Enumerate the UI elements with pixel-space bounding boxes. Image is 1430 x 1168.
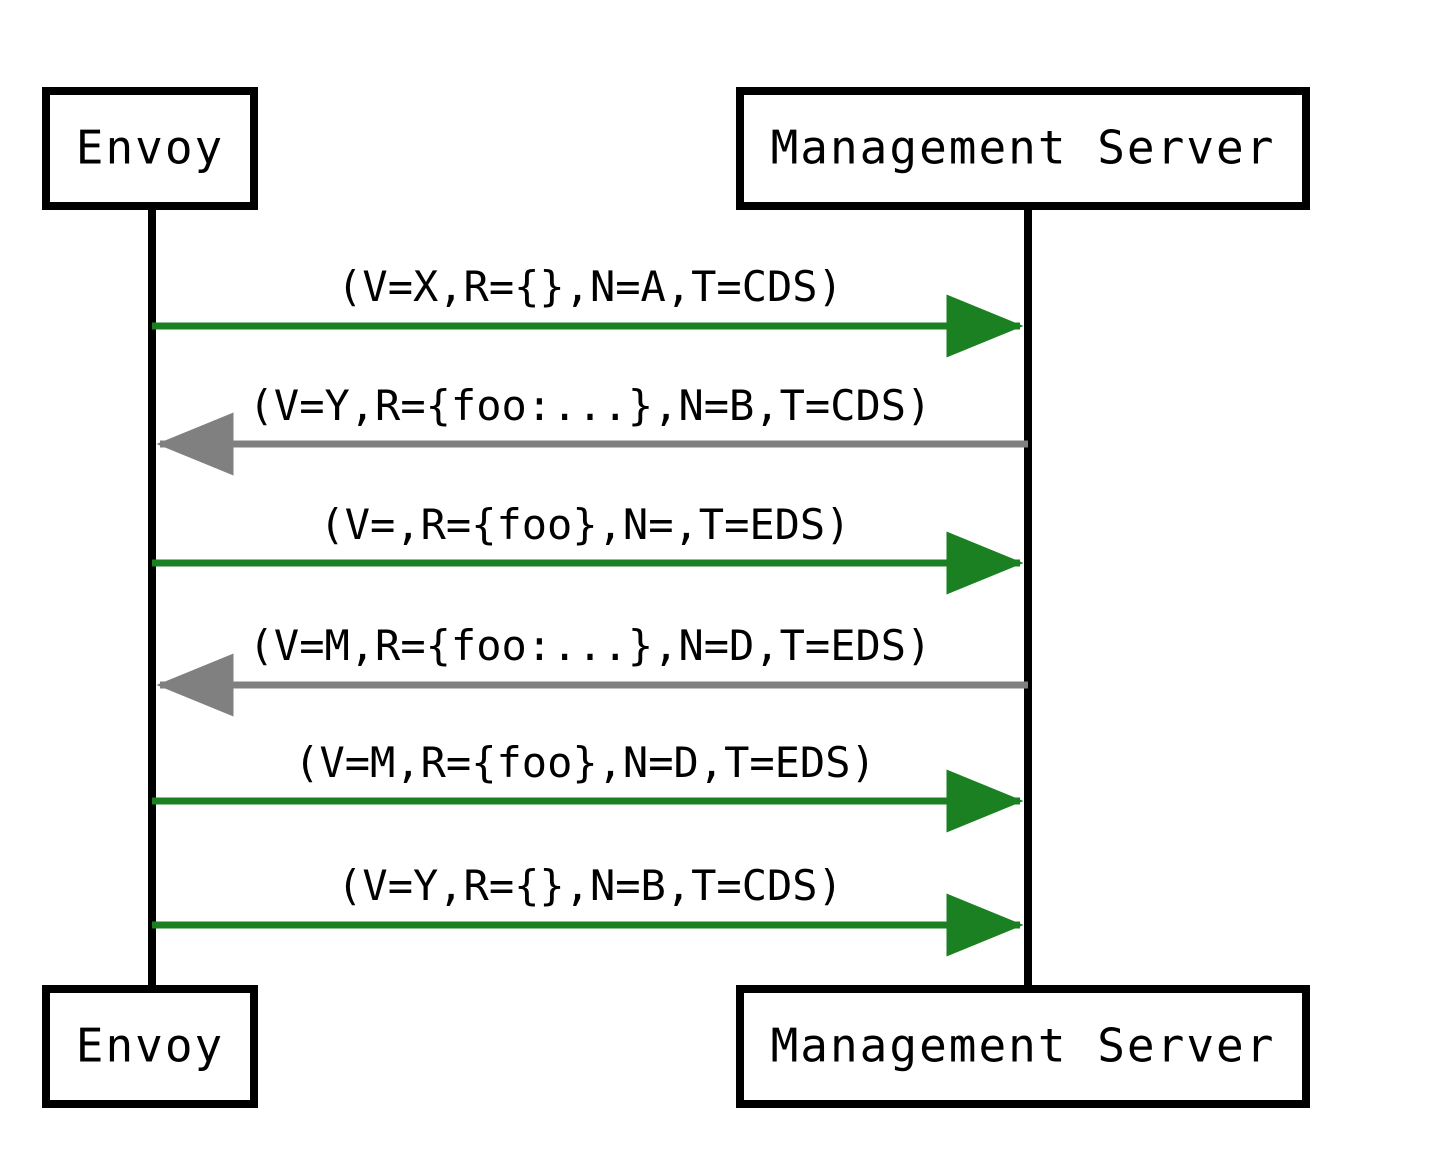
message-5[interactable]: (V=M,R={foo},N=D,T=EDS): [152, 738, 1024, 833]
message-1[interactable]: (V=X,R={},N=A,T=CDS): [152, 262, 1024, 358]
actor-header-management-server[interactable]: Management Server: [736, 87, 1310, 210]
message-1-label: (V=X,R={},N=A,T=CDS): [337, 262, 843, 311]
message-6[interactable]: (V=Y,R={},N=B,T=CDS): [152, 861, 1024, 957]
actor-label-management-server-top: Management Server: [771, 121, 1276, 175]
message-3[interactable]: (V=,R={foo},N=,T=EDS): [152, 500, 1024, 595]
lifelines: [148, 210, 1032, 985]
actor-label-management-server-bottom: Management Server: [771, 1019, 1276, 1073]
actor-footer-management-server[interactable]: Management Server: [736, 985, 1310, 1108]
actor-box-envoy-top[interactable]: [42, 87, 258, 210]
actor-label-envoy-top: Envoy: [76, 121, 224, 175]
actor-header-envoy[interactable]: Envoy: [42, 87, 258, 210]
message-5-label: (V=M,R={foo},N=D,T=EDS): [294, 738, 876, 787]
message-4-label: (V=M,R={foo:...},N=D,T=EDS): [249, 621, 932, 670]
message-2[interactable]: (V=Y,R={foo:...},N=B,T=CDS): [156, 381, 1028, 476]
actor-box-management-server-bottom[interactable]: [736, 985, 1310, 1108]
actor-box-management-server-top[interactable]: [736, 87, 1310, 210]
message-3-label: (V=,R={foo},N=,T=EDS): [319, 500, 850, 549]
actor-label-envoy-bottom: Envoy: [76, 1019, 224, 1073]
message-2-label: (V=Y,R={foo:...},N=B,T=CDS): [249, 381, 932, 430]
message-4[interactable]: (V=M,R={foo:...},N=D,T=EDS): [156, 621, 1028, 717]
actor-footer-envoy[interactable]: Envoy: [42, 985, 258, 1108]
actor-box-envoy-bottom[interactable]: [42, 985, 258, 1108]
message-6-label: (V=Y,R={},N=B,T=CDS): [337, 861, 843, 910]
